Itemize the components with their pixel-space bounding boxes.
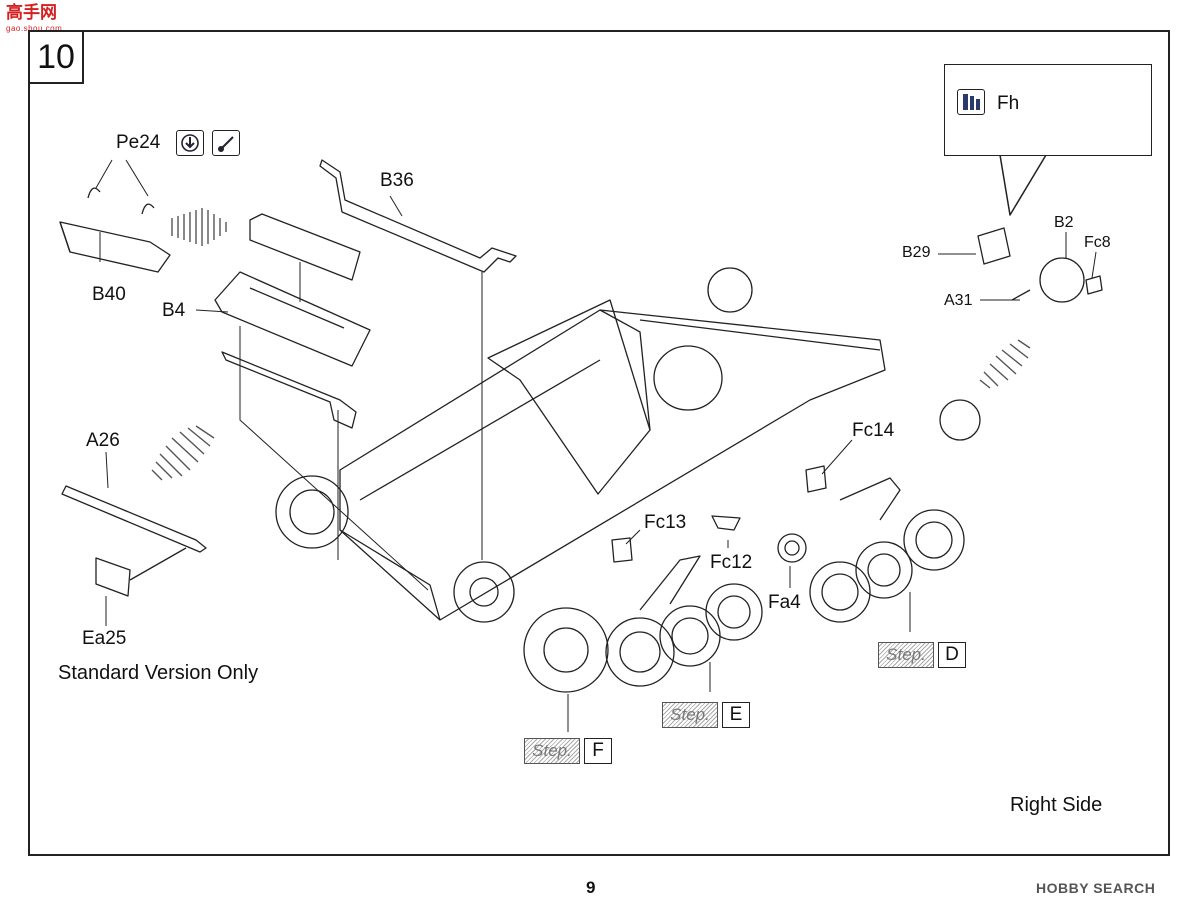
- step-ref-e: Step. E: [662, 702, 750, 730]
- step-ref-d: Step. D: [878, 642, 966, 670]
- label-b4: B4: [162, 300, 186, 321]
- arrow-a26: [151, 425, 215, 481]
- label-a26: A26: [86, 430, 120, 451]
- part-a31: [1011, 289, 1031, 301]
- sprocket-wheel-f: [523, 607, 609, 693]
- arrow-b40: [171, 208, 227, 246]
- part-fc8: [1085, 275, 1103, 295]
- label-b2: B2: [1054, 214, 1074, 231]
- front-hub: [939, 399, 981, 441]
- bend-icon: [212, 130, 240, 156]
- label-fh: Fh: [997, 93, 1020, 114]
- road-wheel-d1: [809, 561, 871, 623]
- brand-watermark: HOBBY SEARCH: [1036, 880, 1156, 896]
- part-b40: [59, 221, 171, 273]
- paint-callout: Fh: [944, 64, 1152, 156]
- bogie-e: [639, 555, 701, 611]
- fold-down-icon: [176, 130, 204, 156]
- step-ref-letter: F: [584, 738, 612, 764]
- label-b36: B36: [380, 170, 414, 191]
- part-b36: [319, 159, 517, 273]
- label-a31: A31: [944, 292, 973, 309]
- part-b4: [214, 271, 371, 367]
- label-fc12: Fc12: [710, 552, 753, 573]
- step-ref-f: Step. F: [524, 738, 612, 766]
- page-number: 9: [586, 878, 596, 897]
- step-ref-letter: D: [938, 642, 966, 668]
- label-b29: B29: [902, 244, 931, 261]
- step-ref-word: Step.: [878, 642, 934, 668]
- road-wheel-e1: [605, 617, 675, 687]
- road-wheel-e3: [705, 583, 763, 641]
- site-watermark-url: gao.shou.com: [6, 24, 63, 33]
- part-a26: [61, 485, 207, 553]
- road-wheel-d3: [903, 509, 965, 571]
- step-ref-letter: E: [722, 702, 750, 728]
- label-pe24: Pe24: [116, 132, 161, 153]
- idler-hub: [453, 561, 515, 623]
- note-right-side: Right Side: [1010, 794, 1103, 816]
- hull-side-plate: [487, 299, 651, 495]
- part-fa4: [777, 533, 807, 563]
- part-fc13: [611, 537, 633, 563]
- label-fc13: Fc13: [644, 512, 687, 533]
- bogie-d: [839, 477, 901, 521]
- part-ea25: [95, 557, 131, 597]
- label-b40: B40: [92, 284, 126, 305]
- hull-body: [339, 309, 886, 621]
- part-fc12: [711, 515, 741, 531]
- arrow-front: [979, 339, 1031, 389]
- road-wheel-d2: [855, 541, 913, 599]
- drive-sprocket-rear: [275, 475, 349, 549]
- part-b4-top: [249, 213, 361, 281]
- hatch-ring: [653, 345, 723, 411]
- step-ref-word: Step.: [662, 702, 718, 728]
- label-fc8: Fc8: [1084, 234, 1111, 251]
- step-number: 10: [30, 32, 84, 84]
- label-fc14: Fc14: [852, 420, 895, 441]
- paint-icon: [957, 89, 985, 115]
- label-ea25: Ea25: [82, 628, 127, 649]
- part-fc14: [805, 465, 827, 493]
- note-standard-version: Standard Version Only: [58, 662, 259, 684]
- label-fa4: Fa4: [768, 592, 801, 613]
- part-b29: [977, 227, 1011, 265]
- road-wheel-e2: [659, 605, 721, 667]
- instruction-frame: [28, 30, 1170, 856]
- site-watermark: 高手网: [6, 3, 57, 22]
- part-b2: [1039, 257, 1085, 303]
- step-ref-word: Step.: [524, 738, 580, 764]
